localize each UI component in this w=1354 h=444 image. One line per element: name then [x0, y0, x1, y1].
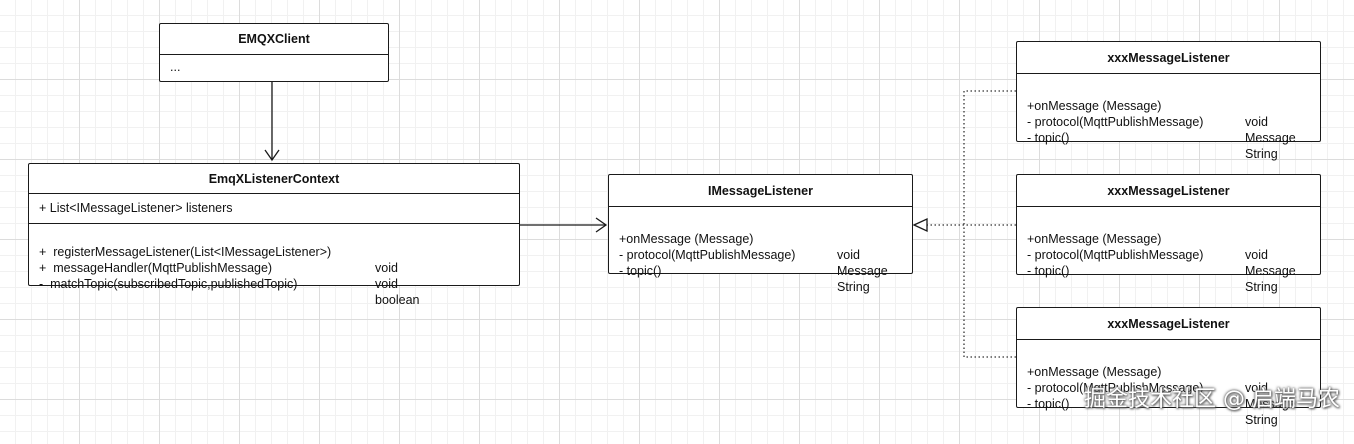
method-name: - topic(): [619, 264, 662, 278]
class-xxx-message-listener-2[interactable]: xxxMessageListener +onMessage (Message) …: [1016, 174, 1321, 294]
class-name: xxxMessageListener: [1017, 175, 1320, 207]
method-type: void: [1245, 248, 1268, 262]
method-type: void: [375, 277, 398, 291]
method-row: - protocol(MqttPublishMessage) Message: [1017, 231, 1320, 278]
method-name: - protocol(MqttPublishMessage): [1027, 115, 1204, 129]
method-type: Message: [1245, 397, 1296, 411]
method-row: - topic() String: [1017, 247, 1320, 294]
method-name: + messageHandler(MqttPublishMessage): [39, 261, 273, 275]
class-name: xxxMessageListener: [1017, 42, 1320, 74]
class-name: xxxMessageListener: [1017, 308, 1320, 340]
method-name: - matchTopic(subscribedTopic,publishedTo…: [39, 277, 298, 291]
attribute-listeners: + List<IMessageListener> listeners: [39, 201, 233, 215]
method-row: - protocol(MqttPublishMessage) Message: [609, 231, 912, 278]
interface-imessage-listener[interactable]: IMessageListener +onMessage (Message) vo…: [608, 174, 913, 294]
class-emqx-listener-context[interactable]: EmqXListenerContext + List<IMessageListe…: [28, 163, 520, 307]
methods-section: +onMessage (Message) void - protocol(Mqt…: [1017, 340, 1320, 427]
method-type: Message: [1245, 264, 1296, 278]
context-to-interface-arrowhead: [595, 217, 608, 233]
method-name: - protocol(MqttPublishMessage): [619, 248, 796, 262]
method-name: - topic(): [1027, 264, 1070, 278]
method-row: + messageHandler(MqttPublishMessage) voi…: [29, 244, 519, 291]
watermark: 掘金技术社区 @ 启端马农: [1084, 387, 1340, 412]
client-to-context-arrowhead: [264, 149, 280, 162]
method-type: void: [1245, 381, 1268, 395]
methods-section: +onMessage (Message) void - protocol(Mqt…: [609, 207, 912, 294]
realization-triangle-head: [912, 217, 928, 233]
method-name: - topic(): [1027, 131, 1070, 145]
class-name: IMessageListener: [609, 175, 912, 207]
method-row: - topic() String: [1017, 114, 1320, 161]
method-name: +onMessage (Message): [1027, 232, 1162, 246]
method-row: +onMessage (Message) void: [1017, 348, 1320, 395]
method-type: String: [1245, 280, 1278, 294]
method-row: - protocol(MqttPublishMessage) Message: [1017, 98, 1320, 145]
method-row: - matchTopic(subscribedTopic,publishedTo…: [29, 260, 519, 307]
method-name: +onMessage (Message): [619, 232, 754, 246]
method-name: - protocol(MqttPublishMessage): [1027, 381, 1204, 395]
method-type: String: [1245, 147, 1278, 161]
method-type: void: [1245, 115, 1268, 129]
class-name: EMQXClient: [160, 24, 388, 55]
method-row: - topic() String: [609, 247, 912, 294]
method-type: String: [837, 280, 870, 294]
methods-section: +onMessage (Message) void - protocol(Mqt…: [1017, 74, 1320, 161]
method-row: + registerMessageListener(List<IMessageL…: [29, 228, 519, 275]
method-name: - protocol(MqttPublishMessage): [1027, 248, 1204, 262]
method-name: +onMessage (Message): [1027, 99, 1162, 113]
method-row: +onMessage (Message) void: [1017, 82, 1320, 129]
method-name: - topic(): [1027, 397, 1070, 411]
method-type: void: [837, 248, 860, 262]
method-type: Message: [837, 264, 888, 278]
class-name: EmqXListenerContext: [29, 164, 519, 194]
method-type: Message: [1245, 131, 1296, 145]
class-body: ...: [160, 55, 388, 75]
method-type: void: [375, 261, 398, 275]
method-type: boolean: [375, 293, 420, 307]
connector-layer: [264, 82, 1016, 358]
method-row: +onMessage (Message) void: [1017, 215, 1320, 262]
method-row: - protocol(MqttPublishMessage) Message: [1017, 364, 1320, 411]
class-body-text: ...: [170, 60, 181, 74]
attributes-section: + List<IMessageListener> listeners: [29, 194, 519, 224]
method-name: +onMessage (Message): [1027, 365, 1162, 379]
method-type: String: [1245, 413, 1278, 427]
class-xxx-message-listener-1[interactable]: xxxMessageListener +onMessage (Message) …: [1016, 41, 1321, 161]
method-row: - topic() String: [1017, 380, 1320, 427]
methods-section: +onMessage (Message) void - protocol(Mqt…: [1017, 207, 1320, 294]
realization-line-impl3: [963, 225, 1016, 358]
class-xxx-message-listener-3[interactable]: xxxMessageListener +onMessage (Message) …: [1016, 307, 1321, 427]
method-row: +onMessage (Message) void: [609, 215, 912, 262]
method-name: + registerMessageListener(List<IMessageL…: [39, 245, 332, 259]
methods-section: + registerMessageListener(List<IMessageL…: [29, 224, 519, 307]
realization-line-impl1: [963, 90, 1016, 225]
class-emqx-client[interactable]: EMQXClient ...: [159, 23, 389, 82]
